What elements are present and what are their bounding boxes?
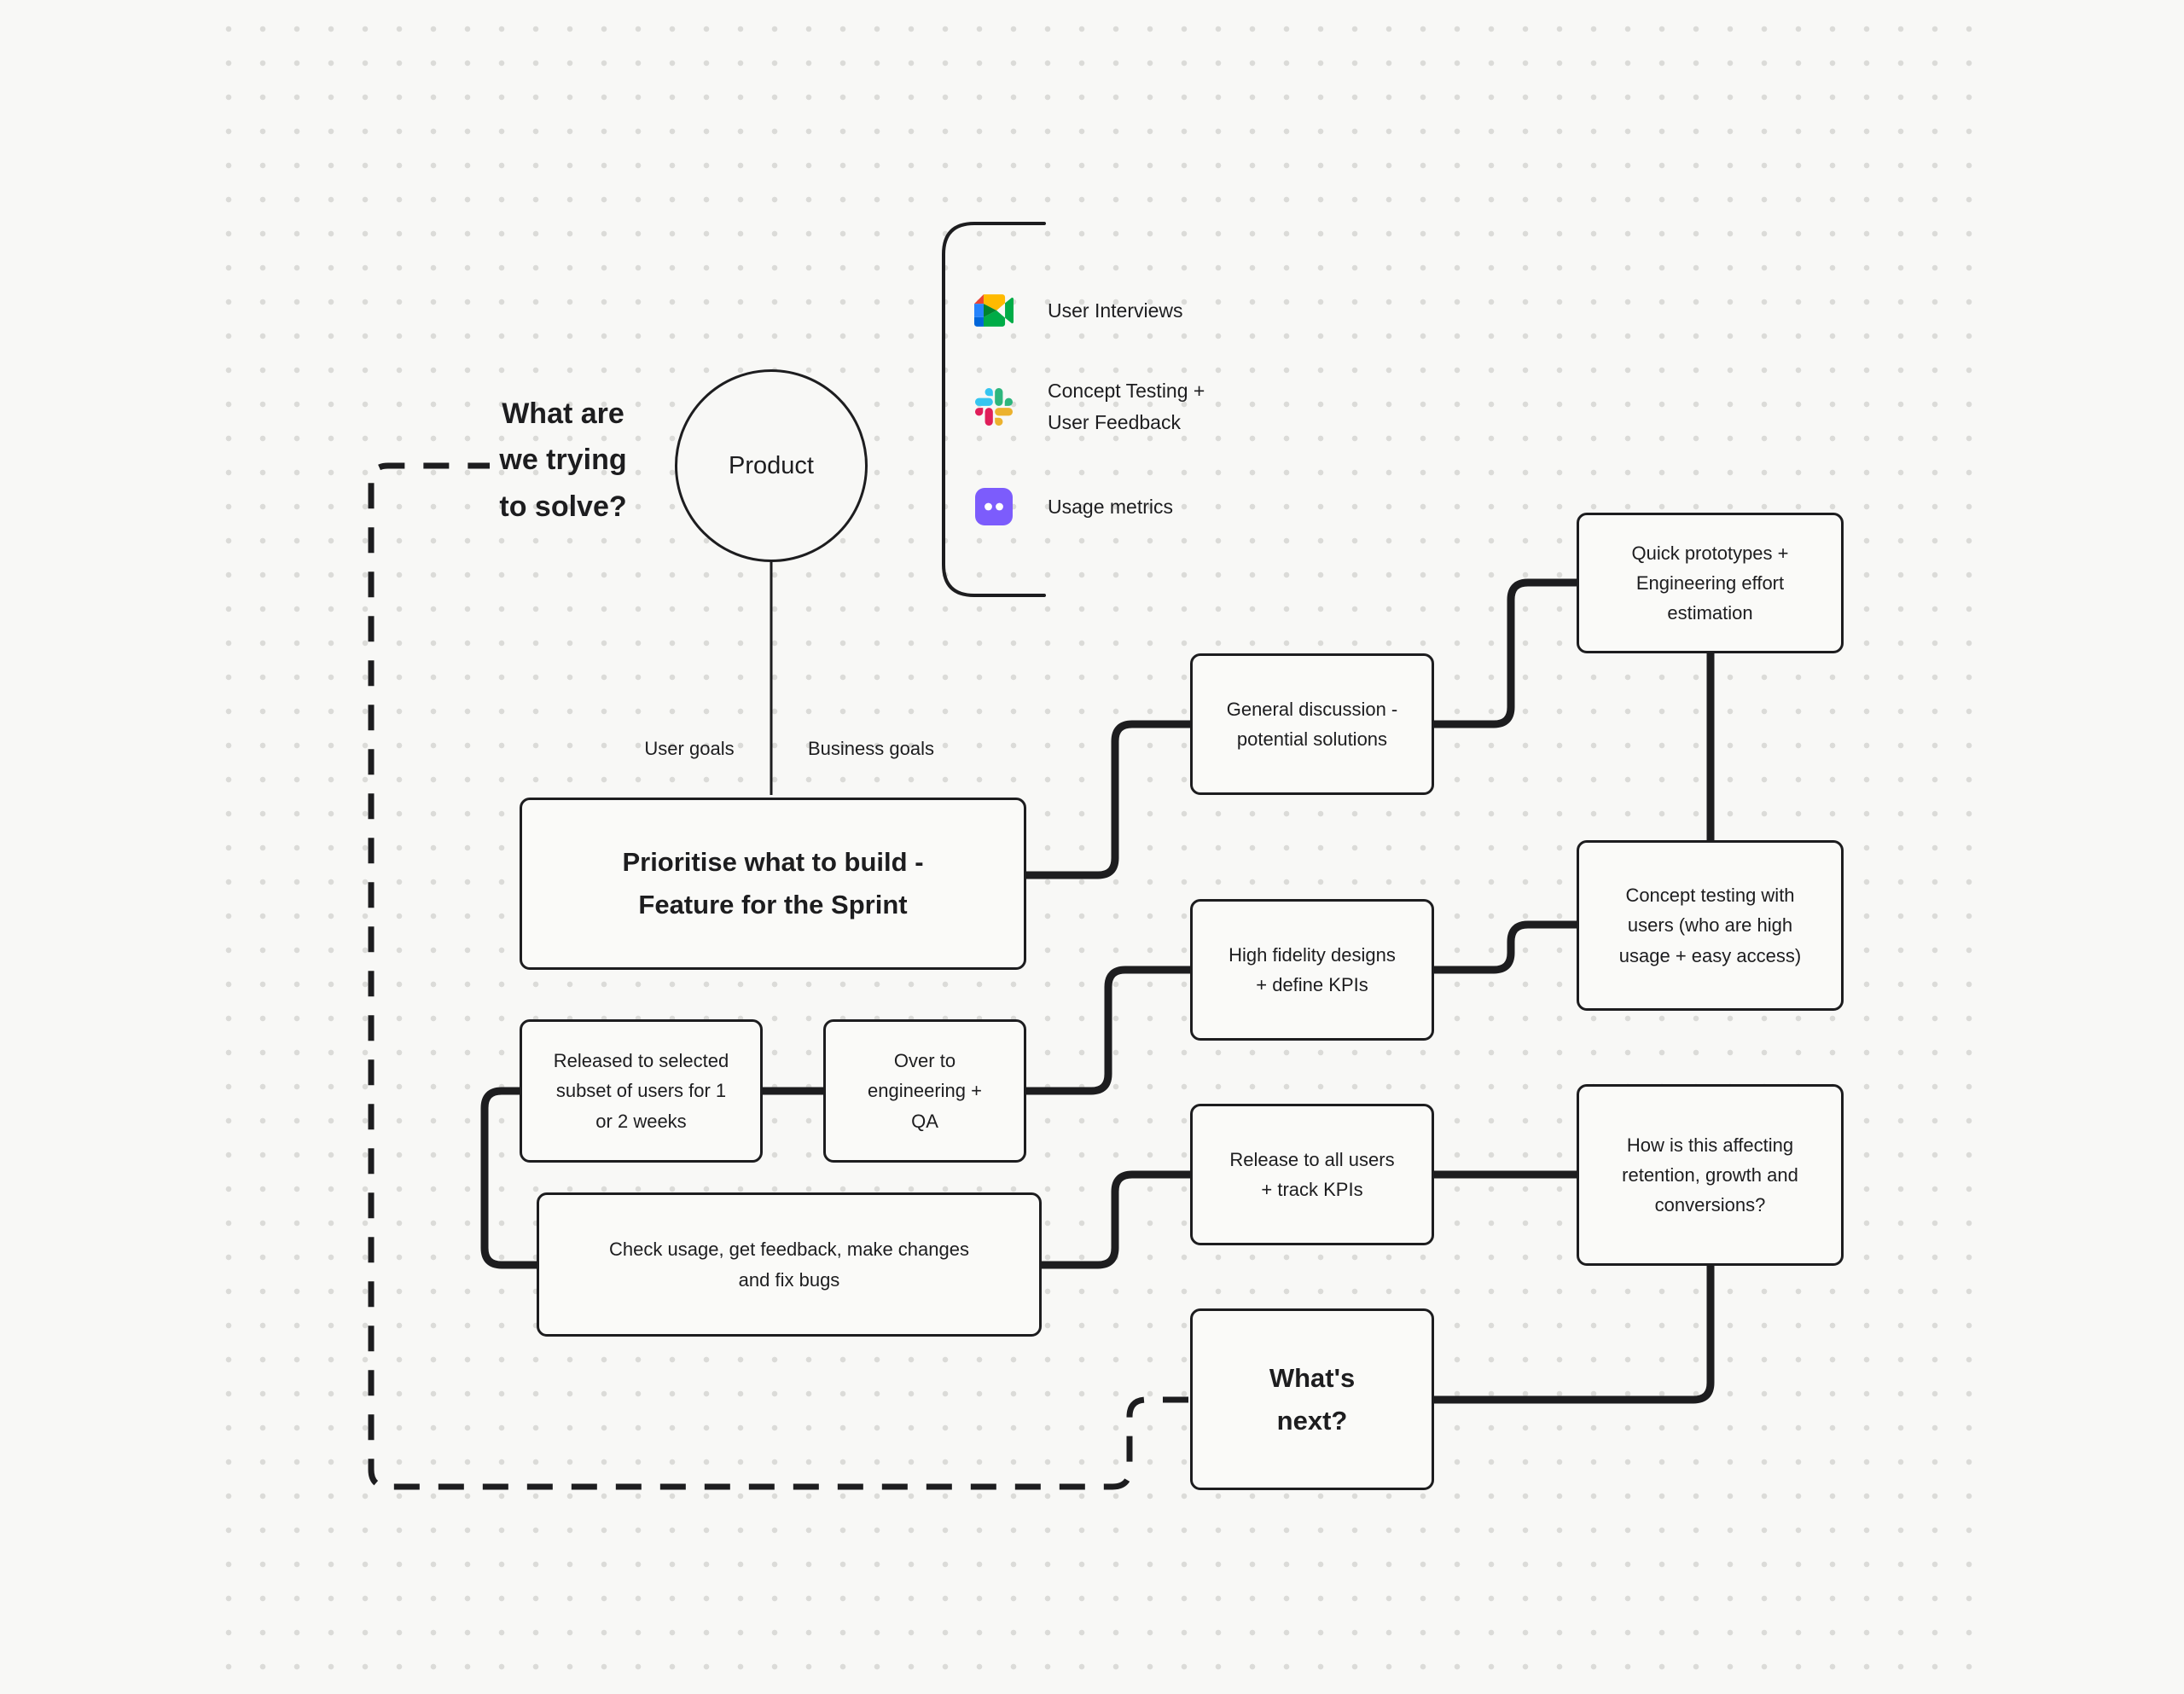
legend-item-user-interviews: User Interviews xyxy=(974,291,1182,330)
node-over-to-engineering[interactable]: Over to engineering + QA xyxy=(823,1019,1026,1163)
edge-prioritise-to-general-discussion xyxy=(1022,720,1194,879)
legend-item-usage-metrics: Usage metrics xyxy=(974,487,1173,526)
legend-label: User Interviews xyxy=(1048,299,1183,322)
node-product[interactable]: Product xyxy=(675,369,868,562)
node-release-to-all-users[interactable]: Release to all users + track KPIs xyxy=(1190,1104,1434,1245)
edge-high-fidelity-to-concept-testing xyxy=(1430,920,1581,974)
edge-label-user-goals: User goals xyxy=(644,738,735,759)
edge-whats-next-loop-to-question xyxy=(368,462,1188,1490)
question-label: What are we trying to solve? xyxy=(499,397,627,523)
node-prioritise-what-to-build[interactable]: Prioritise what to build - Feature for t… xyxy=(520,798,1026,970)
google-meet-icon xyxy=(974,291,1014,330)
node-whats-next[interactable]: What's next? xyxy=(1190,1308,1434,1490)
legend-item-concept-testing: Concept Testing + User Feedback xyxy=(974,374,1205,439)
slack-icon xyxy=(974,387,1014,426)
edge-how-affecting-to-whats-next xyxy=(1430,1262,1715,1404)
node-released-to-subset[interactable]: Released to selected subset of users for… xyxy=(520,1019,763,1163)
node-check-usage[interactable]: Check usage, get feedback, make changes … xyxy=(537,1192,1042,1337)
edge-over-engineering-to-high-fidelity xyxy=(1022,966,1194,1095)
edge-check-usage-to-release-all xyxy=(1037,1170,1194,1269)
node-high-fidelity-designs[interactable]: High fidelity designs + define KPIs xyxy=(1190,899,1434,1041)
node-how-is-this-affecting[interactable]: How is this affecting retention, growth … xyxy=(1577,1084,1844,1266)
usage-metrics-icon xyxy=(974,487,1014,526)
legend-bracket xyxy=(942,222,1046,597)
legend-label: Concept Testing + User Feedback xyxy=(1048,380,1205,433)
node-concept-testing[interactable]: Concept testing with users (who are high… xyxy=(1577,840,1844,1011)
edge-label-business-goals: Business goals xyxy=(808,738,934,759)
node-quick-prototypes[interactable]: Quick prototypes + Engineering effort es… xyxy=(1577,513,1844,653)
edge-released-subset-to-check-usage xyxy=(480,1087,541,1269)
node-general-discussion[interactable]: General discussion - potential solutions xyxy=(1190,653,1434,795)
legend-label: Usage metrics xyxy=(1048,495,1173,518)
edge-general-discussion-to-quick-prototypes xyxy=(1430,578,1581,728)
